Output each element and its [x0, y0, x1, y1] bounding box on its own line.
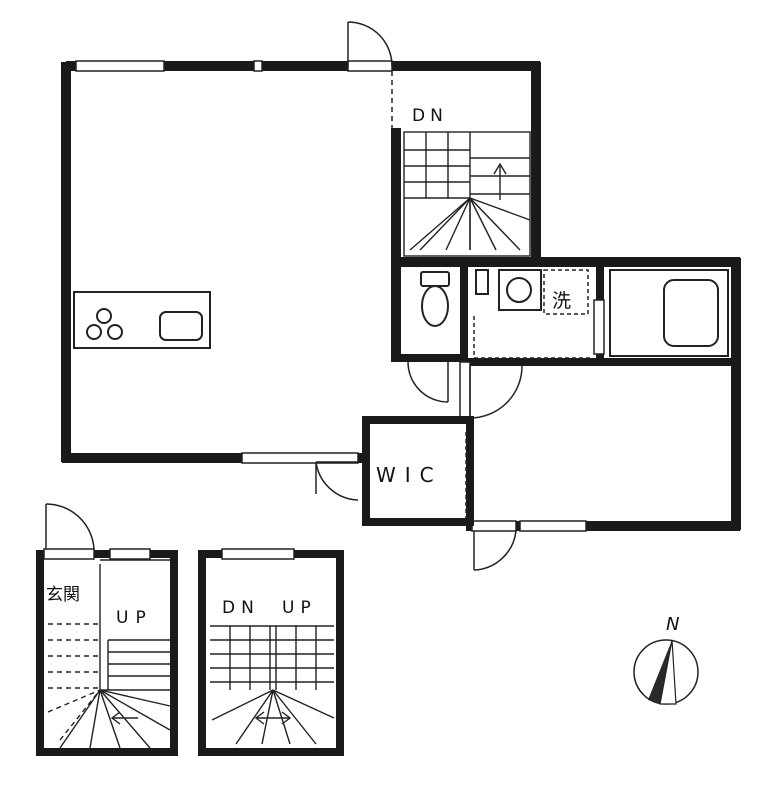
- label-dn-right: DN: [222, 598, 260, 618]
- wic-walls: [362, 416, 474, 526]
- ldk-top-small-mark: [253, 60, 263, 72]
- main-floor: [61, 21, 741, 571]
- stove-burner-icon: [96, 308, 112, 324]
- sink-icon: [159, 311, 203, 341]
- entrance-floor: [36, 503, 178, 756]
- window-wet: [593, 299, 605, 355]
- label-entrance: 玄関: [46, 585, 80, 605]
- stove-burner-icon: [107, 324, 123, 340]
- door-ldk-bottom: [315, 461, 359, 501]
- door-hall: [459, 361, 523, 423]
- window-stair-hall: [221, 548, 295, 560]
- door-entrance: [43, 503, 95, 560]
- door-bedroom: [471, 520, 517, 571]
- label-wic: WIC: [376, 463, 443, 487]
- stairs-hall: [210, 625, 335, 745]
- window-ldk-bottom: [241, 452, 359, 464]
- kitchen-counter: [73, 291, 211, 349]
- dashed-closet: [473, 316, 590, 359]
- window-ldk-top: [75, 60, 165, 72]
- compass-needle-outline: [659, 639, 677, 705]
- door-toilet: [407, 361, 449, 403]
- stairs-top: [403, 131, 531, 257]
- label-north: N: [666, 614, 680, 635]
- label-wash: 洗: [552, 290, 572, 312]
- compass-needle-icon: [648, 640, 672, 704]
- window-bedroom: [519, 520, 587, 532]
- window-entrance: [109, 548, 151, 560]
- bathtub-icon: [609, 269, 729, 357]
- stair-hall-floor: [198, 548, 344, 756]
- compass: [633, 639, 699, 705]
- label-up-left: UP: [116, 608, 153, 628]
- stove-burner-icon: [86, 324, 102, 340]
- label-up-right: UP: [282, 598, 317, 618]
- door-ldk-top: [347, 21, 393, 72]
- wet-area-walls: [391, 257, 741, 530]
- stairs-entrance: [47, 559, 171, 749]
- bedroom-walls: [466, 420, 740, 531]
- toilet-icon: [420, 271, 450, 327]
- washer-space: [543, 269, 589, 315]
- label-dn-top: DN: [412, 106, 448, 126]
- wash-small-box: [475, 269, 489, 295]
- wash-basin-icon: [498, 269, 542, 311]
